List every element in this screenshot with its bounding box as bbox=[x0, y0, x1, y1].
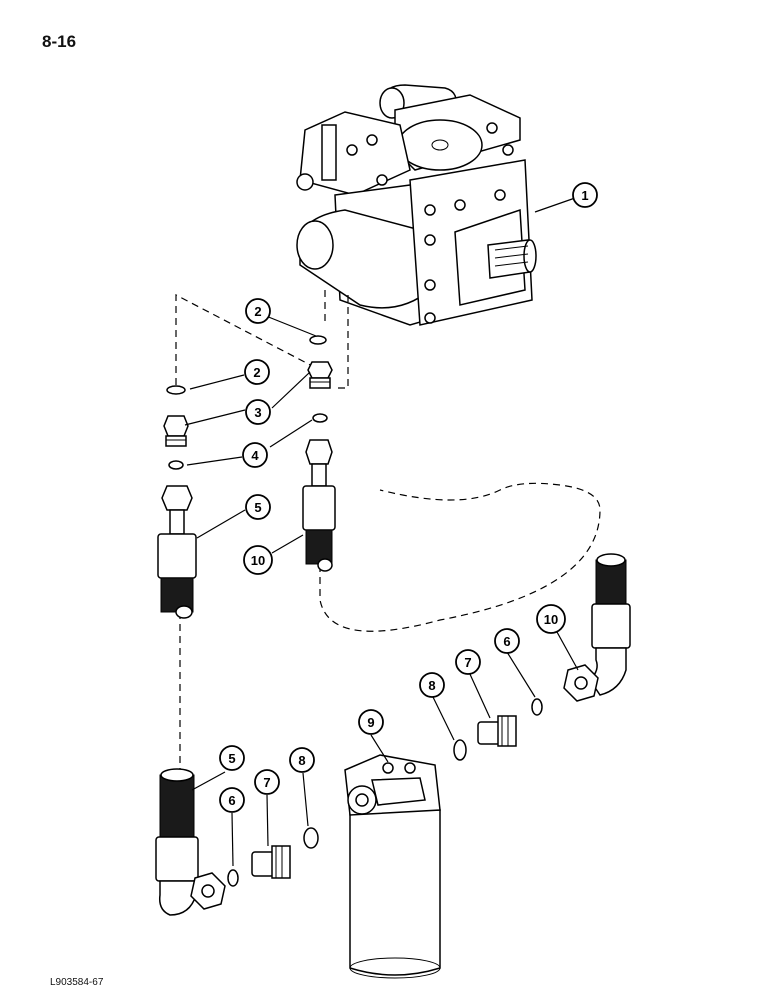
callout-2-upper: 2 bbox=[245, 298, 271, 324]
callout-4: 4 bbox=[242, 442, 268, 468]
callout-10-lower: 10 bbox=[536, 604, 566, 634]
adapter-3-left bbox=[163, 415, 189, 447]
callout-5-upper: 5 bbox=[245, 494, 271, 520]
o-ring-2-left bbox=[166, 385, 186, 395]
svg-text:7: 7 bbox=[263, 775, 270, 790]
svg-text:5: 5 bbox=[228, 751, 235, 766]
svg-text:1: 1 bbox=[581, 188, 588, 203]
o-ring-8-lower bbox=[303, 827, 319, 849]
callout-10-upper: 10 bbox=[243, 545, 273, 575]
hose-10-upper-end bbox=[302, 439, 336, 572]
callout-8-upper: 8 bbox=[419, 672, 445, 698]
svg-text:6: 6 bbox=[503, 634, 510, 649]
hydraulic-pump bbox=[296, 84, 537, 326]
svg-text:8: 8 bbox=[298, 753, 305, 768]
figure-code: L903584-67 bbox=[50, 977, 104, 988]
svg-text:6: 6 bbox=[228, 793, 235, 808]
hose-10-elbow-end bbox=[563, 553, 631, 702]
o-ring-6-lower bbox=[227, 869, 239, 887]
hose-5-upper-end bbox=[157, 485, 197, 619]
leader-lines bbox=[184, 197, 579, 867]
callout-6-upper: 6 bbox=[494, 628, 520, 654]
svg-text:2: 2 bbox=[253, 365, 260, 380]
svg-text:8: 8 bbox=[428, 678, 435, 693]
svg-text:2: 2 bbox=[254, 304, 261, 319]
callout-5-lower: 5 bbox=[219, 745, 245, 771]
o-ring-2-upper bbox=[309, 335, 327, 345]
callout-7-upper: 7 bbox=[455, 649, 481, 675]
o-ring-8-upper bbox=[453, 739, 467, 761]
svg-text:7: 7 bbox=[464, 655, 471, 670]
o-ring-4-right bbox=[312, 413, 328, 423]
callout-9: 9 bbox=[358, 709, 384, 735]
o-ring-6-upper bbox=[531, 698, 543, 716]
callout-3: 3 bbox=[245, 399, 271, 425]
callout-6-lower: 6 bbox=[219, 787, 245, 813]
callout-7-lower: 7 bbox=[254, 769, 280, 795]
fitting-7-upper bbox=[477, 715, 517, 747]
connection-paths bbox=[175, 290, 601, 770]
fitting-7-lower bbox=[251, 845, 291, 879]
callout-1: 1 bbox=[572, 182, 598, 208]
page-number: 8-16 bbox=[42, 32, 77, 51]
oil-filter bbox=[344, 754, 441, 979]
svg-text:3: 3 bbox=[254, 405, 261, 420]
hose-5-elbow-end bbox=[155, 768, 226, 916]
callout-2-lower: 2 bbox=[244, 359, 270, 385]
svg-text:10: 10 bbox=[544, 612, 558, 627]
svg-text:4: 4 bbox=[251, 448, 259, 463]
svg-text:5: 5 bbox=[254, 500, 261, 515]
o-ring-4-left bbox=[168, 460, 184, 470]
svg-text:9: 9 bbox=[367, 715, 374, 730]
adapter-3-right bbox=[307, 361, 333, 389]
svg-text:10: 10 bbox=[251, 553, 265, 568]
callout-8-lower: 8 bbox=[289, 747, 315, 773]
